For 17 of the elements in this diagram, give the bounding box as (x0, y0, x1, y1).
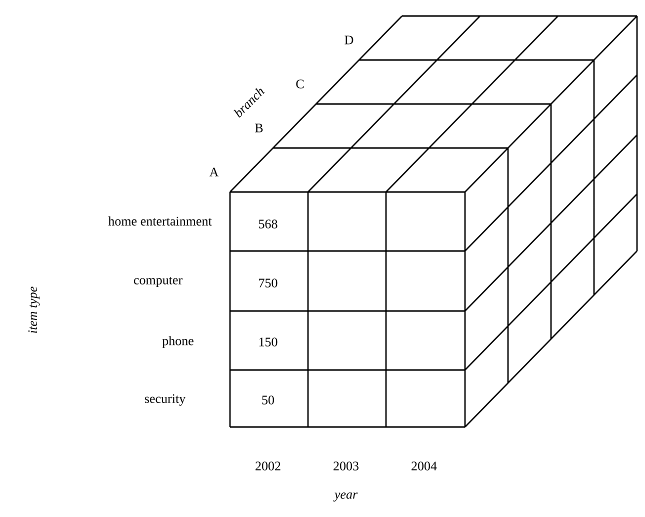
row-label: security (144, 394, 186, 406)
row-label: phone (162, 336, 194, 348)
year-label: 2003 (334, 462, 358, 470)
cell-value: 50 (262, 396, 274, 404)
axis-title: item type (28, 286, 40, 333)
row-label: computer (134, 276, 182, 288)
branch-letter: A (209, 168, 219, 176)
cell-value: 150 (259, 338, 278, 346)
row-label: home entertainment (108, 216, 212, 226)
cell-value: 568 (259, 220, 278, 228)
branch-letter: D (344, 36, 354, 44)
branch-letter: C (296, 80, 304, 88)
year-label: 2002 (256, 462, 280, 470)
branch-letter: B (255, 124, 263, 132)
cell-value: 750 (259, 278, 278, 288)
axis-title: year (333, 492, 358, 502)
year-label: 2004 (412, 462, 437, 470)
